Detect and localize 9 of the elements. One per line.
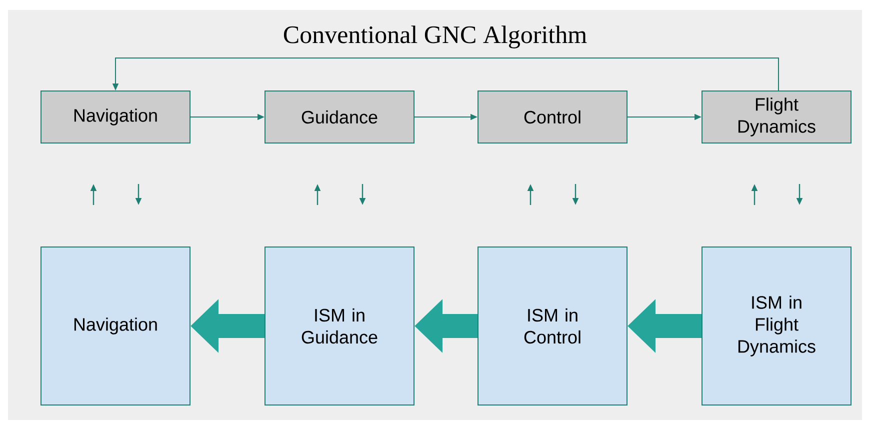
process-box: Control [478, 90, 628, 144]
process-box: Flight Dynamics [702, 90, 852, 144]
process-box: Navigation [40, 90, 190, 144]
title: Conventional GNC Algorithm [284, 26, 587, 48]
process-box: Guidance [264, 90, 414, 144]
module-box: ISM in Control [478, 246, 628, 406]
module-box: Navigation [40, 246, 190, 406]
module-box: ISM in Flight Dynamics [702, 246, 852, 406]
module-box: ISM in Guidance [264, 246, 414, 406]
